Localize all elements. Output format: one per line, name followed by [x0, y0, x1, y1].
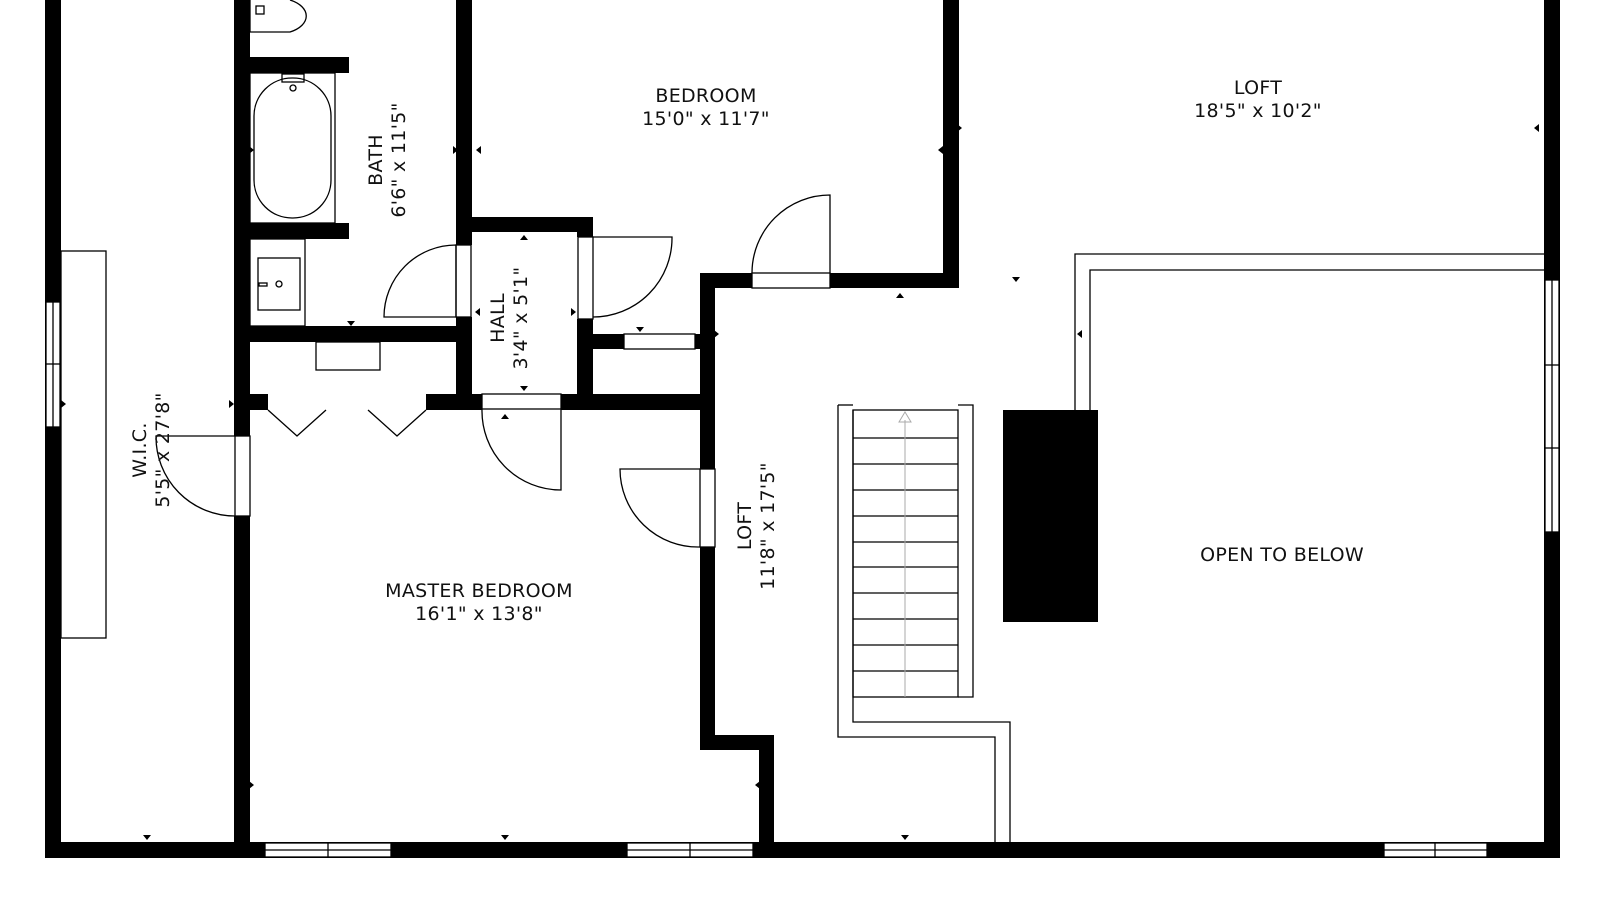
- room-label-wic: W.I.C. 5'5" x 27'8": [129, 392, 174, 507]
- closet-shelving: [60, 250, 381, 639]
- room-dimensions: 16'1" x 13'8": [415, 603, 543, 625]
- room-name: BATH: [365, 134, 387, 186]
- room-name: HALL: [487, 293, 509, 343]
- open-to-below-railing: [1074, 253, 1544, 410]
- room-dimensions: 5'5" x 27'8": [152, 392, 174, 507]
- room-label-hall: HALL 3'4" x 5'1": [487, 267, 532, 370]
- room-label-loft-middle: LOFT 11'8" x 17'5": [734, 462, 779, 590]
- room-label-bath: BATH 6'6" x 11'5": [365, 102, 410, 217]
- room-name: OPEN TO BELOW: [1200, 544, 1364, 566]
- room-dimensions: 3'4" x 5'1": [510, 267, 532, 370]
- room-name: LOFT: [734, 502, 756, 550]
- bath-fixtures: [249, 0, 336, 327]
- room-dimensions: 6'6" x 11'5": [388, 102, 410, 217]
- room-dimensions: 11'8" x 17'5": [757, 462, 779, 590]
- room-label-bedroom: BEDROOM 15'0" x 11'7": [642, 85, 770, 130]
- room-name: MASTER BEDROOM: [385, 580, 573, 602]
- room-name: W.I.C.: [129, 422, 151, 477]
- room-label-open-to-below: OPEN TO BELOW: [1200, 544, 1364, 566]
- door-swings: [155, 194, 831, 548]
- room-label-loft-upper: LOFT 18'5" x 10'2": [1194, 77, 1322, 122]
- room-name: BEDROOM: [655, 85, 756, 107]
- room-dimensions: 15'0" x 11'7": [642, 108, 770, 130]
- staircase: [837, 404, 1011, 842]
- windows: [45, 279, 1560, 858]
- door-jambs: [234, 236, 831, 548]
- room-dimensions: 18'5" x 10'2": [1194, 100, 1322, 122]
- room-name: LOFT: [1234, 77, 1282, 99]
- dimension-markers: [61, 124, 1539, 840]
- room-label-master-bedroom: MASTER BEDROOM 16'1" x 13'8": [385, 580, 573, 625]
- exterior-walls: [45, 0, 1560, 858]
